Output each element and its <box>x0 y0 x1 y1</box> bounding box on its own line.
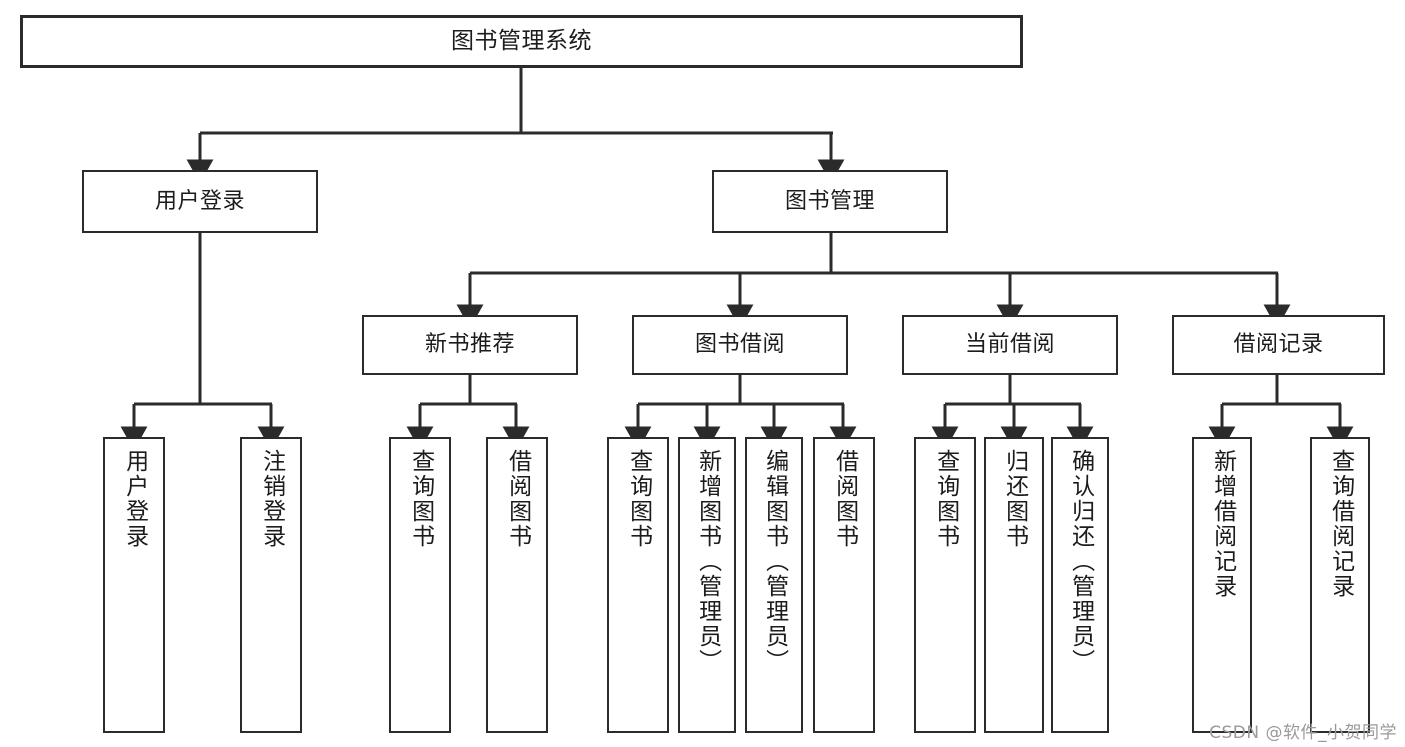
node-label: 查询借阅记录 <box>1327 449 1354 599</box>
leaf-borrow-add-book-admin[interactable]: 新增图书（管理员） <box>678 437 736 733</box>
leaf-logout[interactable]: 注销登录 <box>240 437 302 733</box>
node-new-book-recommend[interactable]: 新书推荐 <box>362 315 578 375</box>
node-label: 新书推荐 <box>424 332 515 358</box>
leaf-records-query-record[interactable]: 查询借阅记录 <box>1310 437 1370 733</box>
node-label: 归还图书 <box>1001 449 1028 549</box>
node-label: 用户登录 <box>154 188 245 214</box>
node-label: 图书管理 <box>784 188 875 214</box>
leaf-records-add-record[interactable]: 新增借阅记录 <box>1192 437 1252 733</box>
node-label: 确认归还（管理员） <box>1067 449 1094 674</box>
node-label: 借阅图书 <box>504 449 531 549</box>
node-label: 新增图书（管理员） <box>694 449 721 674</box>
node-label: 查询图书 <box>625 449 652 549</box>
leaf-borrow-query-book[interactable]: 查询图书 <box>607 437 669 733</box>
leaf-current-return-book[interactable]: 归还图书 <box>984 437 1044 733</box>
node-label: 查询图书 <box>932 449 959 549</box>
node-label: 借阅记录 <box>1233 332 1324 358</box>
leaf-current-confirm-return-admin[interactable]: 确认归还（管理员） <box>1051 437 1109 733</box>
leaf-newbook-borrow-book[interactable]: 借阅图书 <box>486 437 548 733</box>
node-label: 图书借阅 <box>694 332 785 358</box>
node-label: 注销登录 <box>258 449 285 549</box>
node-root-book-management-system[interactable]: 图书管理系统 <box>20 15 1023 68</box>
node-label: 借阅图书 <box>831 449 858 549</box>
leaf-borrow-edit-book-admin[interactable]: 编辑图书（管理员） <box>745 437 803 733</box>
node-label: 查询图书 <box>407 449 434 549</box>
node-label: 用户登录 <box>121 449 148 549</box>
leaf-newbook-query-book[interactable]: 查询图书 <box>389 437 451 733</box>
node-current-borrow[interactable]: 当前借阅 <box>902 315 1118 375</box>
node-label: 新增借阅记录 <box>1209 449 1236 599</box>
leaf-borrow-borrow-book[interactable]: 借阅图书 <box>813 437 875 733</box>
leaf-user-login[interactable]: 用户登录 <box>103 437 165 733</box>
node-label: 编辑图书（管理员） <box>761 449 788 674</box>
node-user-login[interactable]: 用户登录 <box>82 170 318 233</box>
leaf-current-query-book[interactable]: 查询图书 <box>914 437 976 733</box>
node-label: 图书管理系统 <box>451 28 592 55</box>
node-book-borrow[interactable]: 图书借阅 <box>632 315 848 375</box>
node-book-management[interactable]: 图书管理 <box>712 170 948 233</box>
node-label: 当前借阅 <box>964 332 1055 358</box>
node-borrow-records[interactable]: 借阅记录 <box>1172 315 1385 375</box>
csdn-watermark: CSDN @软件_小贺同学 <box>1209 723 1397 743</box>
